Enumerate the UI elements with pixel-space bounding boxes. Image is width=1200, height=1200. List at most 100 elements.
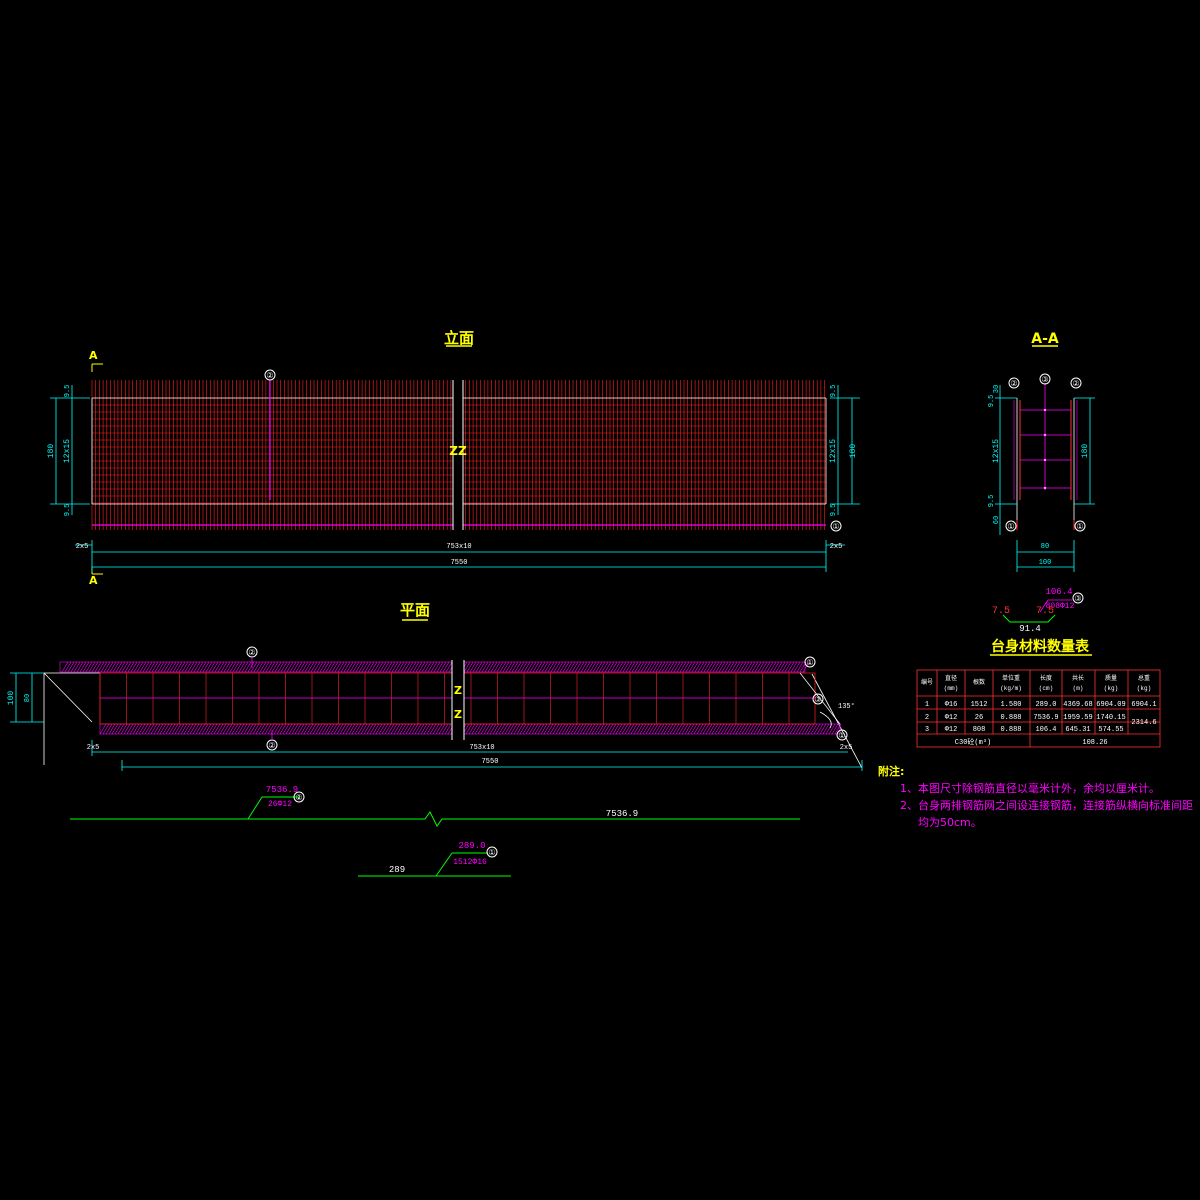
table-header-2: 根数: [973, 678, 985, 686]
elevation-dim-left-total: 180: [47, 444, 56, 459]
elevation-dim-total: 7550: [451, 559, 468, 567]
table-cell: 574.55: [1098, 726, 1123, 734]
section-title: A-A: [1031, 331, 1059, 347]
plan-callout-1-bottom: ①: [838, 732, 845, 741]
table-header-3: (kg/m): [1000, 685, 1022, 692]
table-header-6: 质量: [1105, 674, 1117, 682]
plan-callout-3: ③: [814, 696, 821, 705]
table-cell: 1740.15: [1096, 714, 1125, 722]
table-cell: 1: [925, 701, 929, 709]
notes-line-2b: 均为50cm。: [918, 816, 982, 829]
plan-break-symbol-2: Z: [454, 708, 462, 721]
elevation-dim-end-left: 2x5: [76, 543, 89, 551]
table-cell: 0.888: [1000, 714, 1021, 722]
bar1-detail: 289.0 1512Φ16 ① 289: [358, 841, 511, 877]
table-cell: 0.888: [1000, 726, 1021, 734]
table-cell: 4369.68: [1063, 701, 1092, 709]
bar2-count: 26Φ12: [268, 800, 292, 809]
notes-line-2a: 2、台身两排钢筋网之间设连接钢筋，连接筋纵横向标准间距: [900, 799, 1193, 812]
table-cell: 2: [925, 714, 929, 722]
table-cell: Φ12: [945, 714, 958, 722]
table-header-1: (mm): [944, 685, 958, 692]
section-dim-top: 9.5: [988, 395, 996, 408]
elevation-break-symbol: ZZ: [449, 444, 467, 458]
bar2-callout: ②: [295, 794, 302, 803]
bar2-len-right: 7536.9: [606, 809, 638, 819]
section-mark-bottom: A: [89, 574, 98, 587]
plan-view: 平面 Z Z ② ② ① ③ ①: [7, 601, 863, 771]
section-callout-3: ③: [1041, 376, 1048, 385]
plan-dim-inner: 80: [24, 694, 32, 702]
plan-callout-2-top: ②: [248, 649, 255, 658]
plan-dim-width: 100: [7, 691, 16, 706]
plan-angle: 135°: [838, 702, 855, 711]
bar3-detail: 106.4 808Φ12 ③ 7.5 7.5 91.4: [992, 587, 1084, 634]
elevation-dim-bot-right: 9.5: [830, 504, 838, 517]
bar1-len-label: 289.0: [458, 841, 485, 851]
plan-callout-1: ①: [806, 659, 813, 668]
notes-line-1: 1、本图尺寸除钢筋直径以毫米计外，余均以厘米计。: [900, 782, 1160, 795]
bar1-len-left: 289: [389, 865, 405, 875]
section-callout-2-right: ②: [1072, 380, 1079, 389]
bar3-count: 808Φ12: [1046, 602, 1075, 611]
elevation-dim-top-left: 9.5: [64, 385, 72, 398]
plan-dim-end-right: 2x5: [840, 744, 853, 752]
table-header-7: (kg): [1137, 685, 1151, 692]
elevation-dim-bot-left: 9.5: [64, 504, 72, 517]
table-header-4: 长度: [1040, 674, 1052, 682]
section-dim-right: 180: [1081, 444, 1090, 459]
table-cell: 808: [973, 726, 986, 734]
table-cell: 1959.59: [1063, 714, 1092, 722]
section-dim-width: 100: [1039, 559, 1052, 567]
table-title: 台身材料数量表: [991, 638, 1090, 655]
bar3-hook-left: 7.5: [992, 606, 1010, 617]
bar2-len-label: 7536.9: [266, 785, 298, 795]
table-cell: 3: [925, 726, 929, 734]
bar3-hook-right: 7.5: [1036, 606, 1054, 617]
elevation-dim-right-mid: 12x15: [829, 439, 838, 463]
elevation-dim-top-right: 9.5: [830, 385, 838, 398]
table-cell: Φ16: [945, 701, 958, 709]
bar2-detail: 7536.9 26Φ12 ② 7536.9: [70, 785, 800, 827]
elevation-dim-right-total: 180: [849, 444, 858, 459]
plan-callout-2-bottom: ②: [268, 742, 275, 751]
section-callout-1-right: ①: [1076, 523, 1083, 532]
section-dim-mid: 12x15: [992, 439, 1001, 463]
table-header-1: 直径: [945, 674, 957, 682]
table-cell: 289.0: [1035, 701, 1056, 709]
table-header-0: 编号: [921, 678, 933, 686]
table-concrete-value: 108.26: [1082, 739, 1107, 747]
section-dim-inner: 80: [1041, 543, 1049, 551]
table-header-3: 单位重: [1002, 674, 1020, 682]
plan-dim-end-left: 2x5: [87, 744, 100, 752]
elevation-title: 立面: [444, 329, 474, 347]
elevation-dim-left-mid: 12x15: [63, 439, 72, 463]
section-mark-top: A: [89, 349, 98, 362]
bar3-len-top: 106.4: [1045, 587, 1072, 597]
plan-title: 平面: [400, 601, 430, 619]
table-header-4: (cm): [1039, 685, 1053, 692]
plan-rebar-grid: [99, 672, 841, 725]
notes-heading: 附注:: [878, 765, 905, 778]
table-merged-total: 2314.6: [1131, 719, 1156, 727]
elevation-dim-end-right: 2x5: [830, 543, 843, 551]
elevation-callout-2: ②: [266, 372, 273, 381]
section-view: A-A ② ③ ② ① ①: [988, 331, 1095, 572]
elevation-callout-1: ①: [832, 523, 839, 532]
section-dim-bot2: 60: [993, 516, 1001, 524]
bar1-count: 1512Φ16: [453, 858, 487, 867]
section-callout-2-left: ②: [1010, 380, 1017, 389]
bar3-callout: ③: [1074, 595, 1081, 604]
section-callout-1-left: ①: [1007, 523, 1014, 532]
section-dim-top2: 30: [993, 385, 1001, 393]
table-header-5: (m): [1073, 685, 1084, 692]
notes-block: 附注: 1、本图尺寸除钢筋直径以毫米计外，余均以厘米计。 2、台身两排钢筋网之间…: [878, 763, 1198, 831]
plan-break-symbol: Z: [454, 684, 462, 697]
plan-dim-spacing: 753x10: [469, 744, 494, 752]
table-cell: Φ12: [945, 726, 958, 734]
table-cell: 7536.9: [1033, 714, 1058, 722]
table-cell: 1512: [971, 701, 988, 709]
table-cell: 6904.09: [1096, 701, 1125, 709]
table-concrete-label: C30砼(m³): [955, 737, 991, 747]
